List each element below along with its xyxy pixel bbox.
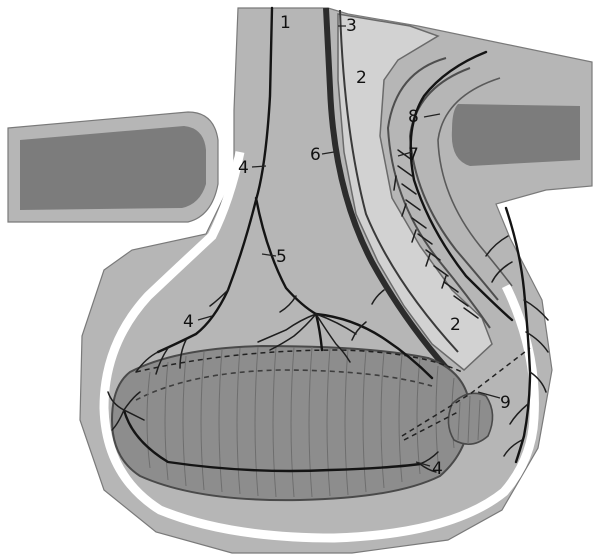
label-8: 8 (408, 107, 419, 127)
label-3: 3 (346, 16, 357, 36)
label-2-upper: 2 (356, 68, 367, 88)
label-4-upper: 4 (238, 158, 249, 178)
label-5: 5 (276, 247, 287, 267)
label-2-lower: 2 (450, 315, 461, 335)
label-4-lower: 4 (432, 459, 443, 479)
left-bone-plate (20, 126, 206, 210)
label-7: 7 (408, 145, 419, 165)
label-6: 6 (310, 145, 321, 165)
label-4-middle: 4 (183, 312, 194, 332)
right-bone-plate (452, 104, 580, 166)
label-1: 1 (280, 13, 291, 33)
terminal-knob (448, 393, 492, 444)
label-9: 9 (500, 393, 511, 413)
